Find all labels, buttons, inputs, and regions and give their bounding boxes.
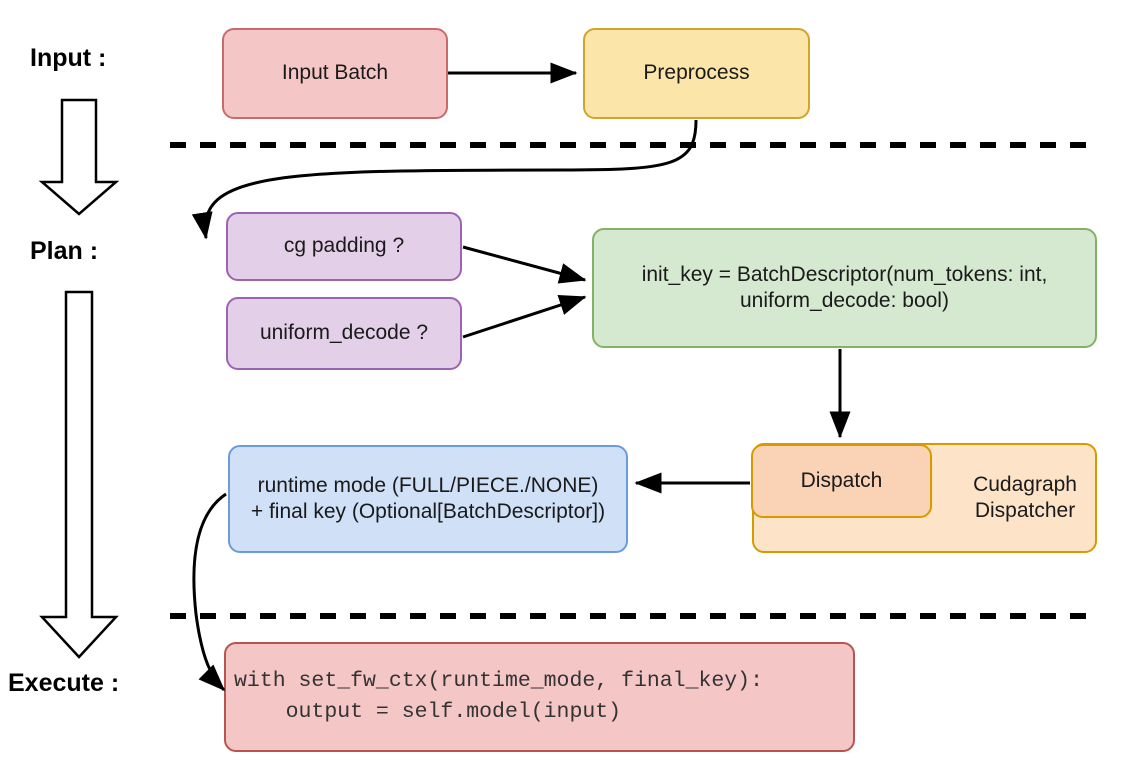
node-dispatch[interactable]: Dispatch (751, 444, 932, 518)
edge-uniform-decode-to-init-key (462, 294, 587, 339)
node-cudagraph-dispatcher-label: Cudagraph Dispatcher (973, 472, 1077, 522)
node-input-batch-label: Input Batch (281, 61, 389, 85)
node-init-key[interactable]: init_key = BatchDescriptor(num_tokens: i… (592, 228, 1097, 348)
stage-label-execute: Execute : (8, 669, 120, 697)
node-cg-padding-label: cg padding ? (283, 234, 405, 258)
node-execute-code[interactable]: with set_fw_ctx(runtime_mode, final_key)… (224, 642, 855, 752)
node-init-key-label: init_key = BatchDescriptor(num_tokens: i… (641, 262, 1048, 312)
stage-label-input: Input : (30, 44, 107, 72)
node-preprocess-label: Preprocess (643, 61, 750, 85)
node-execute-code-label: with set_fw_ctx(runtime_mode, final_key)… (234, 668, 763, 724)
node-cg-padding[interactable]: cg padding ? (226, 212, 462, 281)
node-dispatch-label: Dispatch (800, 468, 883, 492)
node-runtime-mode[interactable]: runtime mode (FULL/PIECE./NONE) + final … (228, 445, 628, 553)
flow-arrow-plan-to-execute (39, 290, 119, 659)
edge-cg-padding-to-init-key (462, 245, 587, 284)
node-uniform-decode-label: uniform_decode ? (259, 321, 429, 345)
node-input-batch[interactable]: Input Batch (222, 28, 448, 119)
node-uniform-decode[interactable]: uniform_decode ? (226, 297, 462, 370)
node-runtime-mode-label: runtime mode (FULL/PIECE./NONE) + final … (250, 473, 606, 523)
flow-arrow-input-to-plan (38, 98, 120, 216)
edge-runtime-mode-to-code (192, 492, 227, 692)
stage-label-plan: Plan : (30, 237, 99, 265)
node-preprocess[interactable]: Preprocess (583, 28, 810, 119)
